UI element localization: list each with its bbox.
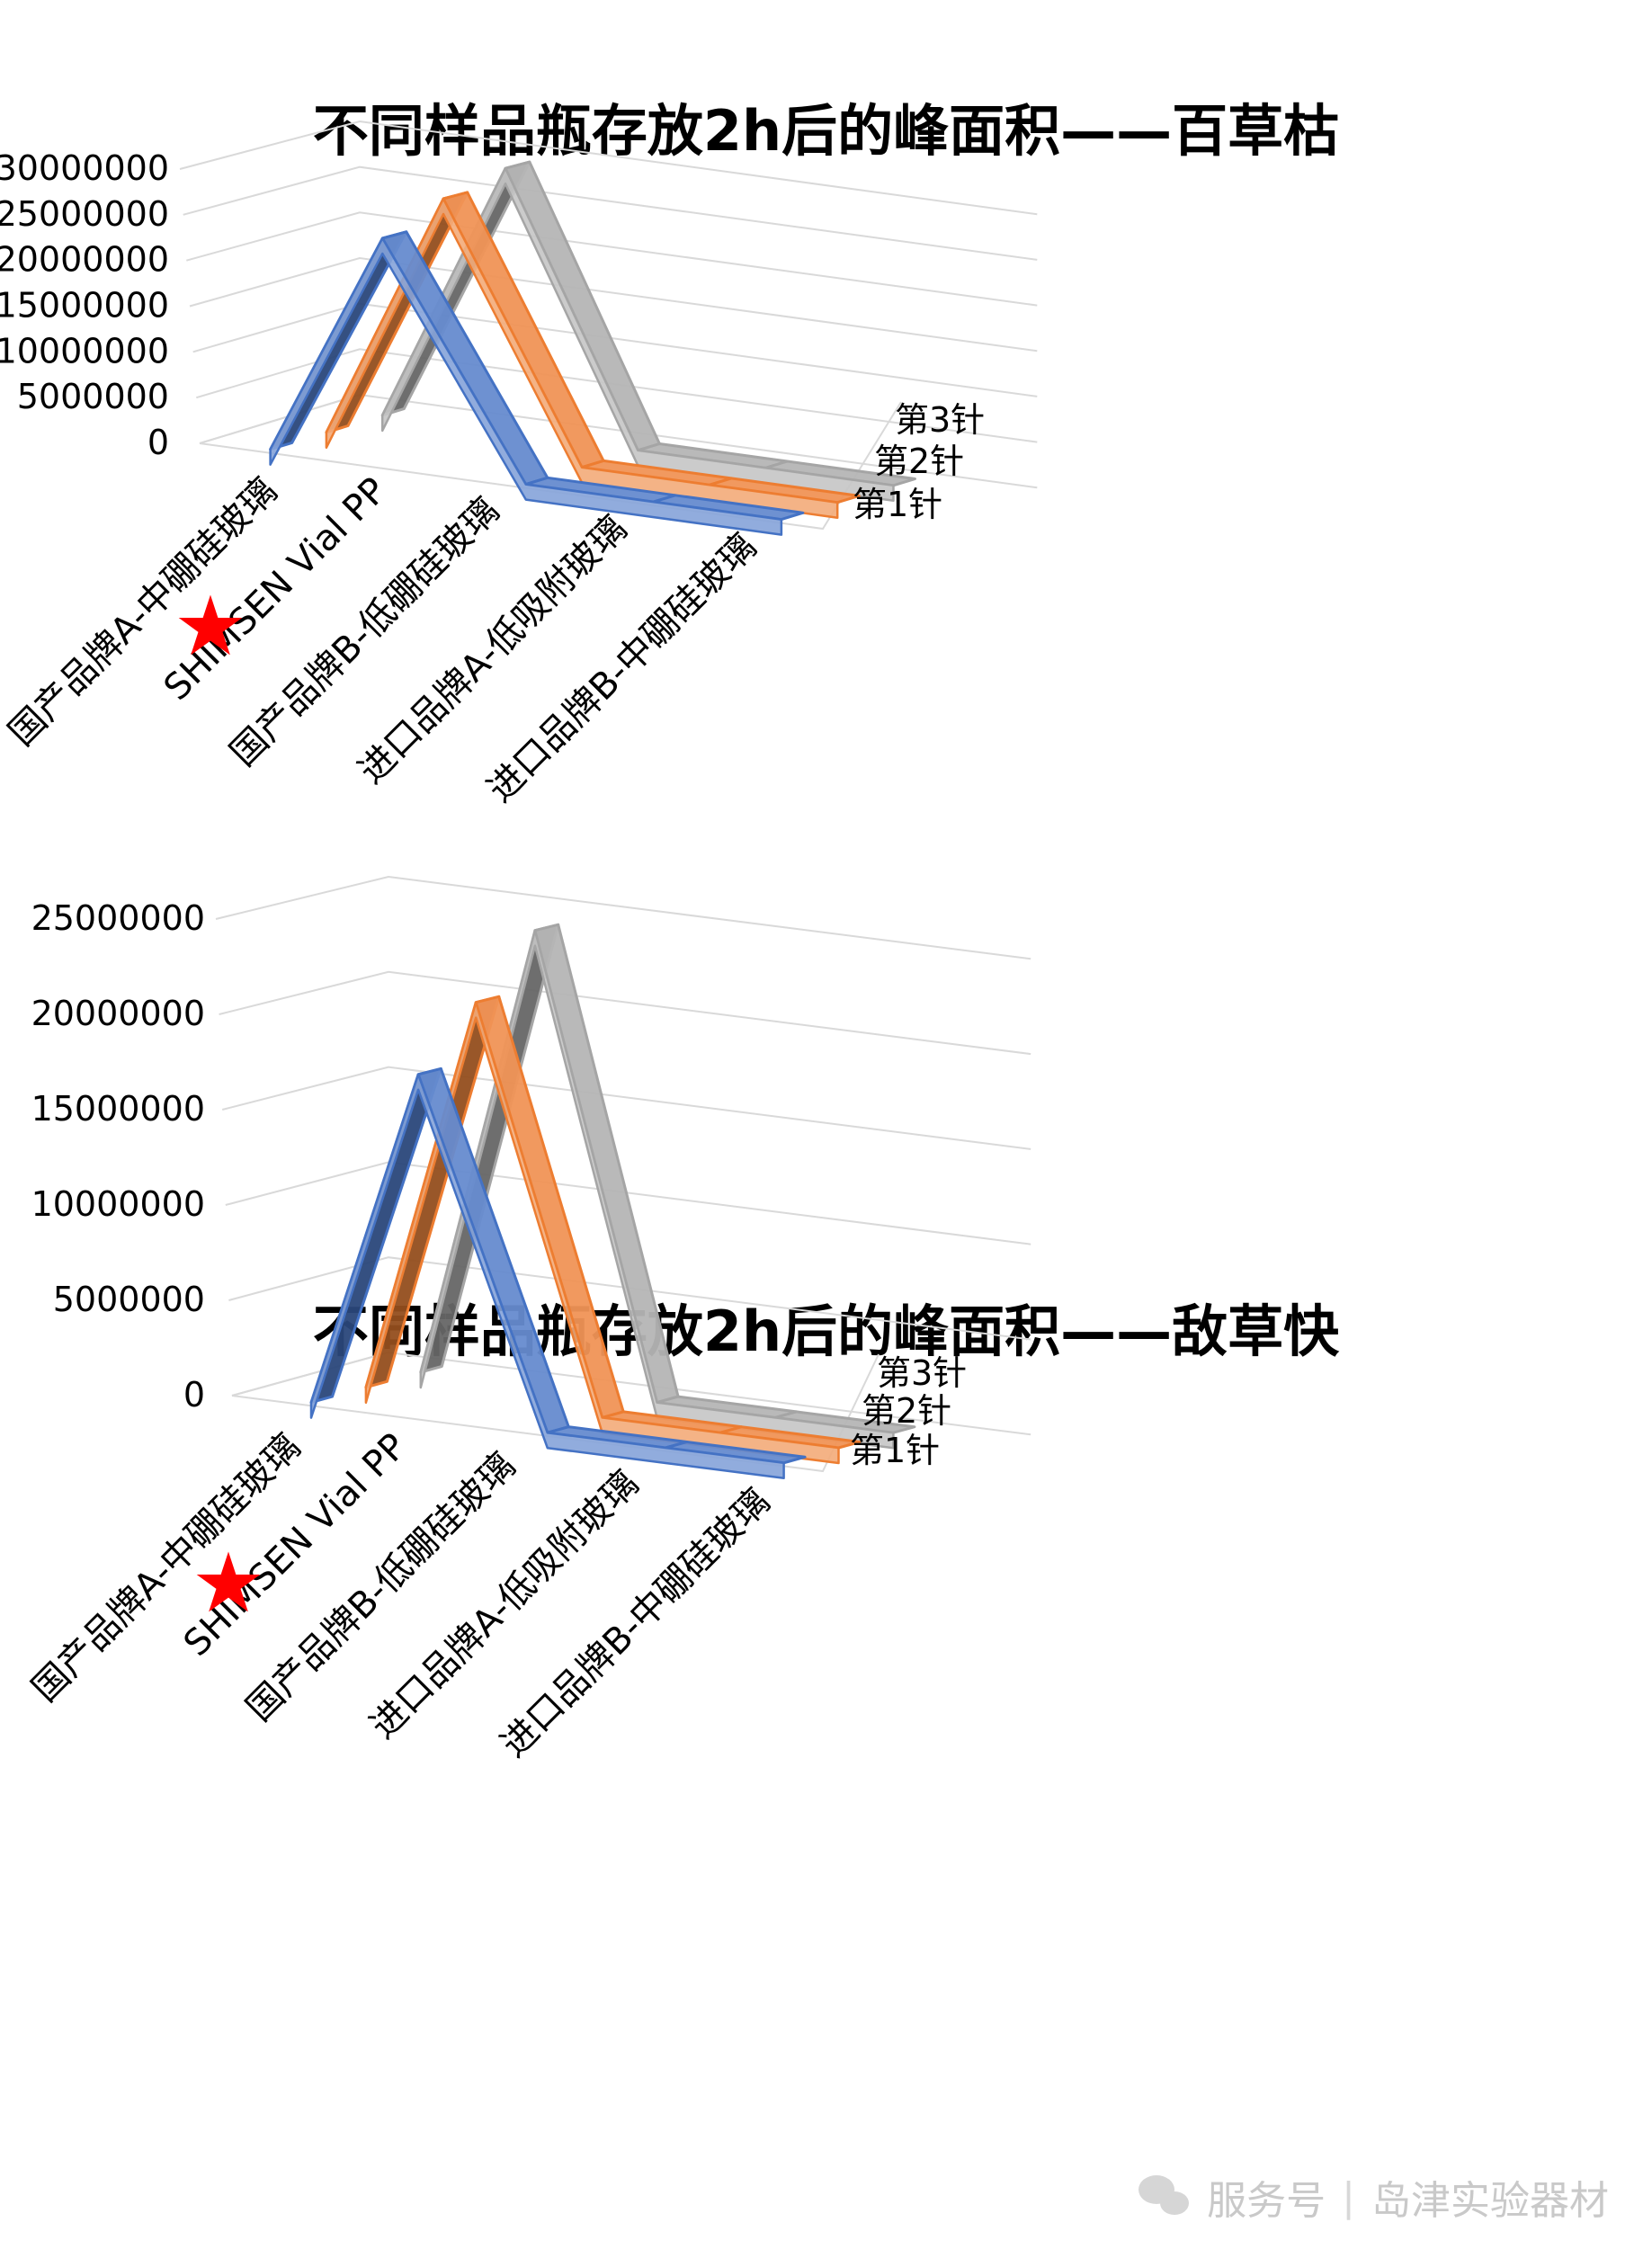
series-ribbon-2 xyxy=(364,995,862,1465)
y-tick-label: 25000000 xyxy=(0,194,169,234)
y-tick-label: 10000000 xyxy=(31,1184,205,1224)
chart-title: 不同样品瓶存放2h后的峰面积——敌草快 xyxy=(312,1299,1340,1364)
series-label: 第1针 xyxy=(853,485,942,524)
series-label: 第2针 xyxy=(862,1391,951,1431)
y-tick-label: 5000000 xyxy=(53,1280,205,1319)
watermark: 服务号 | 岛津实验器材 xyxy=(1139,2168,1609,2226)
y-tick-label: 20000000 xyxy=(0,240,169,280)
series-edge xyxy=(419,929,895,1450)
series-label: 第3针 xyxy=(895,400,985,440)
series-label: 第2针 xyxy=(874,442,964,481)
floor-edge xyxy=(199,401,902,531)
chart-panel-paraquat: 不同样品瓶存放2h后的峰面积——百草枯 0 5000000 10000000 1500… xyxy=(0,98,1340,811)
highlight-star-icon: ★ xyxy=(174,578,247,674)
y-tick-label: 5000000 xyxy=(17,377,169,416)
y-tick-label: 0 xyxy=(183,1375,205,1415)
y-tick-label: 25000000 xyxy=(31,898,205,938)
gridline xyxy=(189,256,1038,353)
watermark-left: 服务号 xyxy=(1207,2178,1326,2224)
gridlines xyxy=(215,875,1031,1473)
series-ribbon-1 xyxy=(309,1067,807,1480)
gridline xyxy=(179,120,1038,216)
gridline xyxy=(196,348,1038,443)
gridline xyxy=(215,875,1031,960)
category-label: 进口品牌A-低吸附玻璃 xyxy=(351,508,635,792)
category-label: 进口品牌A-低吸附玻璃 xyxy=(362,1463,647,1747)
series-label: 第3针 xyxy=(877,1353,967,1393)
gridline xyxy=(183,165,1038,261)
y-tick-label: 15000000 xyxy=(0,286,169,326)
y-tick-label: 0 xyxy=(147,423,169,462)
category-label: 国产品牌B-低硼硅玻璃 xyxy=(222,490,507,775)
gridline xyxy=(219,970,1031,1056)
chart-plot-diquat: 0 5000000 10000000 15000000 20000000 25000000… xyxy=(24,875,1031,1766)
floor-edge xyxy=(231,1353,880,1473)
y-tick-label: 10000000 xyxy=(0,331,169,370)
category-label: 进口品牌B-中硼硅玻璃 xyxy=(479,526,764,811)
floor-edge-left xyxy=(199,394,361,444)
wechat-icon xyxy=(1139,2175,1191,2218)
series-label: 第1针 xyxy=(850,1431,940,1470)
gridline xyxy=(221,1066,1031,1150)
floor-edge-left xyxy=(231,1352,389,1397)
chart-panel-diquat: 不同样品瓶存放2h后的峰面积——敌草快 0 5000000 10000000 1500… xyxy=(0,875,1652,2258)
gridline xyxy=(228,1256,1031,1341)
gridline xyxy=(186,211,1038,307)
chart-title: 不同样品瓶存放2h后的峰面积——百草枯 xyxy=(312,98,1340,164)
y-tick-label: 15000000 xyxy=(31,1089,205,1129)
series-ribbon-3 xyxy=(380,160,916,503)
series-edge xyxy=(380,166,895,503)
series-edge xyxy=(309,1073,785,1480)
watermark-separator: | xyxy=(1342,2173,1355,2220)
chart-plot-paraquat: 0 5000000 10000000 15000000 20000000 25000000… xyxy=(0,120,1038,811)
watermark-right: 岛津实验器材 xyxy=(1371,2178,1609,2224)
highlight-star-icon: ★ xyxy=(192,1535,265,1631)
series-ribbon-3 xyxy=(419,923,916,1450)
series-edge xyxy=(269,237,783,536)
y-tick-label: 30000000 xyxy=(0,148,169,188)
category-label: 进口品牌B-中硼硅玻璃 xyxy=(493,1481,778,1766)
y-tick-label: 20000000 xyxy=(31,994,205,1033)
series-ribbon-1 xyxy=(269,230,805,536)
